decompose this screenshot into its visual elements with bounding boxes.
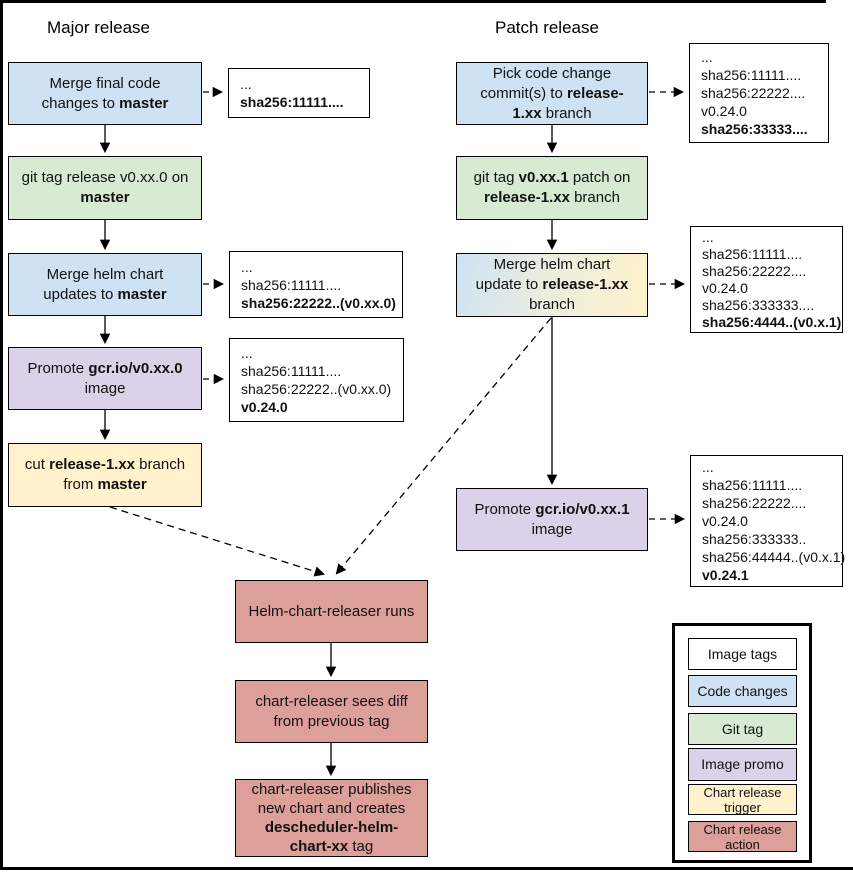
box-helm-chart-releaser-runs: Helm-chart-releaser runs	[235, 580, 428, 643]
box-promote-image-patch: Promote gcr.io/v0.xx.1 image	[456, 488, 648, 551]
box-chart-releaser-publishes: chart-releaser publishes new chart and c…	[235, 779, 428, 857]
legend-item-chart-release-trigger: Chart release trigger	[688, 784, 797, 815]
box-merge-helm-release: Merge helm chart update to release-1.xx …	[456, 253, 648, 317]
major-release-title: Major release	[47, 18, 150, 37]
box-cut-release-branch: cut release-1.xx branch from master	[8, 443, 202, 507]
box-chart-releaser-diff: chart-releaser sees diff from previous t…	[235, 680, 428, 743]
arrow-cut-branch-to-releaser	[109, 506, 325, 577]
patch-release-title: Patch release	[495, 18, 599, 37]
annotation-image-tags-major-2: ...sha256:11111....sha256:22222..(v0.xx.…	[229, 251, 403, 318]
annotation-image-tags-major-3: ...sha256:11111....sha256:22222..(v0.xx.…	[229, 338, 404, 422]
annotation-image-tags-patch-1: ...sha256:11111....sha256:22222....v0.24…	[689, 43, 829, 143]
legend-item-image-promo: Image promo	[688, 748, 797, 781]
annotation-image-tags-patch-3: ...sha256:11111....sha256:22222....v0.24…	[690, 455, 845, 587]
legend-item-code-changes: Code changes	[688, 675, 797, 707]
legend-item-image-tags: Image tags	[688, 638, 797, 670]
annotation-image-tags-patch-2: ...sha256:11111....sha256:22222....v0.24…	[690, 226, 843, 333]
box-git-tag-patch: git tag v0.xx.1 patch on release-1.xx br…	[456, 156, 648, 220]
frame-bottom	[0, 867, 853, 870]
annotation-image-tags-major-1: ...sha256:11111....	[228, 68, 370, 118]
frame-top	[0, 0, 826, 3]
box-git-tag-major: git tag release v0.xx.0 on master	[8, 156, 202, 220]
box-merge-final-code: Merge final code changes to master	[8, 62, 202, 125]
box-pick-code-change: Pick code change commit(s) to release-1.…	[456, 62, 648, 125]
legend: Image tags Code changes Git tag Image pr…	[672, 623, 812, 863]
legend-item-chart-release-action: Chart release action	[688, 821, 797, 852]
box-promote-image-major: Promote gcr.io/v0.xx.0 image	[8, 347, 202, 410]
legend-item-git-tag: Git tag	[688, 713, 797, 745]
frame-left	[0, 0, 3, 870]
box-merge-helm-master: Merge helm chart updates to master	[8, 253, 202, 316]
